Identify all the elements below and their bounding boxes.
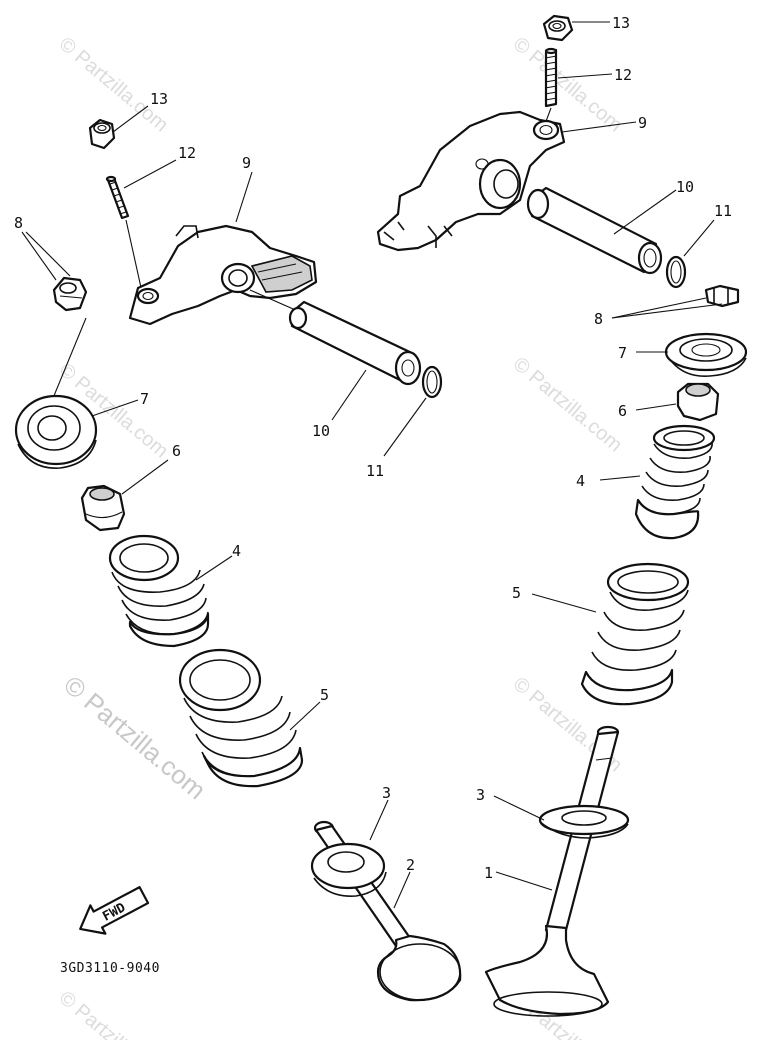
watermark-bottom-left: © Partzilla.com [55,987,172,1040]
leader-12-right [557,73,613,79]
callout-9-left: 9 [242,154,251,172]
callout-12-right: 12 [614,66,632,84]
leader-8a-left [21,231,57,281]
callout-2: 2 [406,856,415,874]
part-nut-right [542,14,574,42]
part-stem-seal-left [80,484,126,532]
part-cotter-right [704,284,740,308]
leader-10-right [613,189,677,235]
leader-4-right [599,475,641,481]
watermark-mid-right: © Partzilla.com [509,353,626,456]
fwd-arrow-icon: FWD [79,886,150,935]
part-cotter-left [52,276,88,312]
leader-9-right [561,121,637,133]
part-retainer-right [664,332,748,378]
leader-1 [495,871,553,891]
leader-7-left [91,399,139,417]
callout-4-right: 4 [576,472,585,490]
callout-11-right: 11 [714,202,732,220]
leader-12-left [123,159,177,189]
leader-10-left [331,369,367,421]
callout-13-right: 13 [612,14,630,32]
watermark-top-left: © Partzilla.com [55,33,172,136]
part-screw-right [544,47,558,108]
callout-3-left: 3 [382,784,391,802]
callout-10-right: 10 [676,178,694,196]
callout-5-left: 5 [320,686,329,704]
leader-13-left [112,105,149,133]
callout-13-left: 13 [150,90,168,108]
leader-5-right [531,593,597,613]
leader-3-left [369,799,389,841]
callout-6-right: 6 [618,402,627,420]
part-rocker-shaft-left [288,300,422,386]
callout-3-right: 3 [476,786,485,804]
leader-screw-axis-left [125,219,143,293]
callout-9-right: 9 [638,114,647,132]
leader-6-right [635,403,677,411]
callout-8-right: 8 [594,310,603,328]
part-oring-right [665,255,687,289]
part-oring-left [421,365,443,399]
callout-10-left: 10 [312,422,330,440]
part-rocker-shaft-right [526,186,663,275]
callout-12-left: 12 [178,144,196,162]
callout-6-left: 6 [172,442,181,460]
callout-4-left: 4 [232,542,241,560]
part-inner-spring-right [634,424,716,540]
callout-1: 1 [484,864,493,882]
part-spring-seat-right [538,804,630,839]
leader-8b-left [25,231,71,277]
part-valve-large [484,725,620,1017]
callout-7-left: 7 [140,390,149,408]
leader-6-left [121,459,169,495]
part-rocker-arm-right [376,110,566,252]
part-screw-left [105,175,130,220]
leader-11-left [383,397,427,457]
callout-11-left: 11 [366,462,384,480]
leader-5-left [289,701,321,731]
callout-8-left: 8 [14,214,23,232]
leader-8a-right [611,297,707,319]
part-outer-spring-left [178,648,304,788]
part-inner-spring-left [108,534,210,648]
diagram-code: 3GD3110-9040 [60,961,160,976]
part-nut-left [88,118,116,150]
leader-11-right [683,219,715,257]
leader-8b-right [611,303,723,319]
part-retainer-left [14,394,98,469]
callout-7-right: 7 [618,344,627,362]
part-spring-seat-left [310,842,387,897]
leader-shaft-axis-left [249,289,301,313]
leader-4-left [195,555,233,581]
leader-3-right [493,795,545,821]
callout-5-right: 5 [512,584,521,602]
part-stem-seal-right [676,382,720,422]
leader-9-left [235,171,253,223]
leader-2 [393,871,411,909]
part-rocker-arm-left [128,224,318,326]
part-outer-spring-right [580,562,690,706]
